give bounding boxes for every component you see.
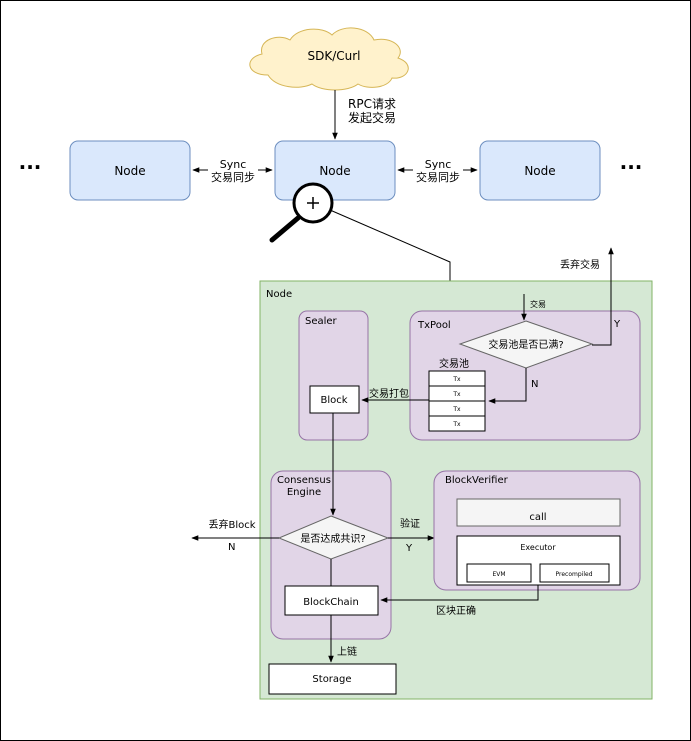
blockverifier-title: BlockVerifier [445, 475, 509, 486]
storage-box [268, 663, 397, 695]
sync-label-right-bg [413, 156, 463, 186]
pool-label: 交易池 [439, 357, 469, 370]
tx-item-label: Tx [452, 376, 461, 383]
sync-left-line1: Sync [220, 158, 247, 171]
storage-label: Storage [312, 674, 351, 685]
block-correct-arrow [380, 585, 539, 603]
call-box [456, 498, 621, 527]
magnifier-icon [269, 182, 334, 243]
rpc-label-line2: 发起交易 [348, 110, 396, 125]
sdk-label: SDK/Curl [307, 49, 360, 63]
sync-left-line2: 交易同步 [211, 170, 255, 184]
discard-tx-arrow [592, 247, 614, 346]
sync-label-left-bg [208, 156, 258, 186]
txpool-not-full-arrow [488, 368, 527, 404]
tx-pool-stack: Tx Tx Tx Tx [428, 370, 486, 432]
discard-tx-label: 丢弃交易 [560, 258, 600, 271]
tx-item-label: Tx [452, 406, 461, 413]
precompiled-box [539, 563, 610, 583]
block-correct-label: 区块正确 [436, 604, 476, 617]
call-label: call [529, 512, 546, 523]
onchain-label: 上链 [337, 645, 357, 658]
verify-label: 验证 [400, 517, 420, 530]
precompiled-label: Precompiled [556, 571, 593, 578]
sync-right-line2: 交易同步 [416, 170, 460, 184]
txpool-title: TxPool [417, 320, 451, 331]
blockchain-label: BlockChain [303, 597, 359, 608]
executor-label: Executor [520, 543, 556, 552]
node-right [479, 140, 601, 201]
pack-tx-label: 交易打包 [369, 387, 409, 400]
consensus-yes-label: Y [405, 543, 413, 554]
evm-label: EVM [492, 571, 505, 578]
node-center-label: Node [319, 164, 350, 178]
block-box [309, 385, 360, 414]
tx-item [428, 415, 486, 432]
evm-box [466, 563, 532, 583]
consensus-decision-label: 是否达成共识? [300, 533, 365, 545]
node-detail-title: Node [266, 289, 292, 300]
block-label: Block [320, 395, 347, 406]
tx-item-label: Tx [452, 421, 461, 428]
tx-item-label: Tx [452, 391, 461, 398]
node-right-label: Node [524, 164, 555, 178]
ellipsis-left: ··· [19, 155, 42, 179]
tx-incoming-label: 交易 [530, 299, 546, 309]
consensus-title-line2: Engine [287, 487, 321, 498]
rpc-label-line1: RPC请求 [348, 97, 396, 111]
txpool-full-label: 交易池是否已满? [488, 338, 563, 351]
consensus-no-label: N [228, 542, 235, 553]
discard-block-label: 丢弃Block [208, 518, 255, 531]
zoom-connector [329, 209, 451, 281]
sync-right-line1: Sync [425, 158, 452, 171]
txpool-no-label: N [531, 379, 538, 390]
consensus-title-line1: Consensus [277, 475, 331, 486]
node-left [69, 140, 191, 201]
node-left-label: Node [114, 164, 145, 178]
ellipsis-right: ··· [620, 155, 643, 179]
txpool-yes-label: Y [613, 319, 621, 330]
sealer-title: Sealer [305, 316, 338, 327]
